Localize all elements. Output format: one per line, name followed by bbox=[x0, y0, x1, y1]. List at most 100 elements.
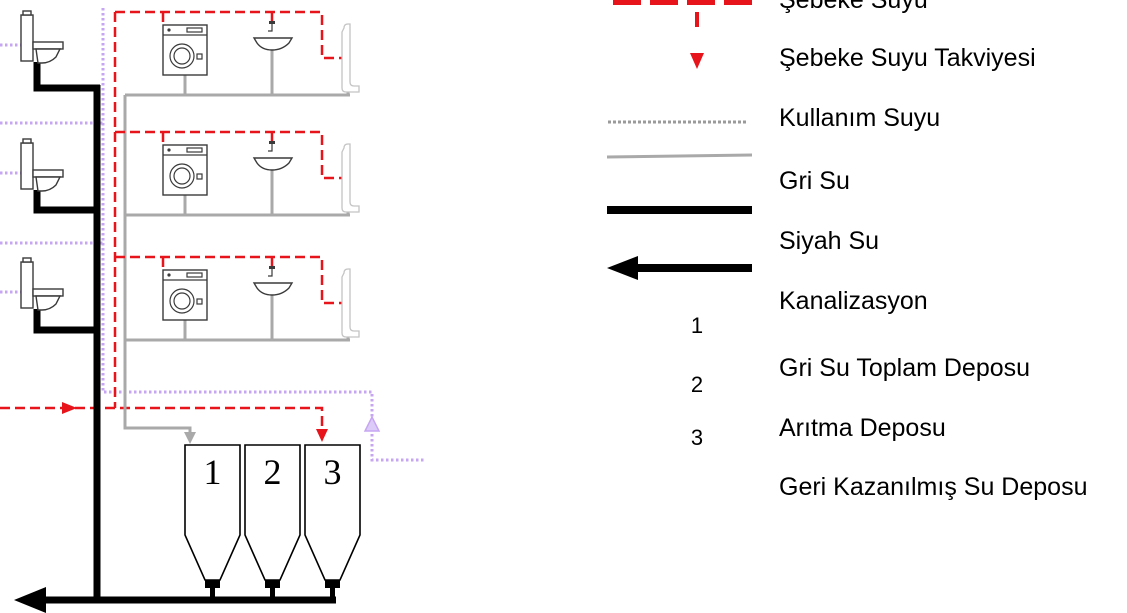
mains-water-floor-pipe bbox=[115, 130, 342, 180]
toilet-seat bbox=[32, 41, 64, 50]
sink-faucet bbox=[268, 269, 273, 277]
tank-2: 2 bbox=[244, 444, 301, 588]
mains-water-tank-arrow-icon bbox=[316, 429, 328, 442]
shower-tray-icon bbox=[341, 23, 360, 93]
washer-door-glass bbox=[173, 292, 191, 310]
toilet-bowl bbox=[35, 176, 62, 192]
tank-outlet bbox=[265, 580, 280, 588]
tank-label: 2 bbox=[264, 452, 282, 492]
legend-sewer-symbol bbox=[607, 256, 752, 280]
toilet-cistern bbox=[20, 14, 34, 62]
usage-water-riser bbox=[101, 8, 425, 462]
tank-1: 1 bbox=[184, 444, 241, 588]
mains-water-floor-pipe bbox=[115, 10, 342, 60]
washer-dial bbox=[167, 148, 171, 152]
toilet-bowl bbox=[35, 48, 62, 64]
washer-handle bbox=[196, 53, 203, 60]
toilet-cistern-lid bbox=[22, 257, 32, 263]
legend-label-tank-3: Geri Kazanılmış Su Deposu bbox=[779, 473, 1087, 501]
sink-basin bbox=[252, 157, 294, 171]
sink-icon bbox=[252, 266, 294, 296]
toilet-icon bbox=[20, 138, 64, 192]
washer-handle bbox=[196, 298, 203, 305]
legend-label-sewer: Kanalizasyon bbox=[779, 287, 928, 315]
washer-door bbox=[169, 43, 195, 69]
washer-door-glass bbox=[173, 167, 191, 185]
sewer-arrow-icon bbox=[14, 587, 46, 613]
legend-mains-supplement-symbol bbox=[690, 12, 704, 69]
legend-label-usage-water: Kullanım Suyu bbox=[779, 104, 940, 132]
sink-basin bbox=[252, 37, 294, 51]
washer-dial bbox=[167, 273, 171, 277]
sink-icon bbox=[252, 21, 294, 51]
washer-door bbox=[169, 288, 195, 314]
black-water-branch bbox=[33, 309, 100, 334]
black-water-branch bbox=[33, 62, 100, 92]
floor-1 bbox=[115, 10, 360, 97]
toilet-cistern bbox=[20, 142, 34, 190]
usage-water-arrow-icon bbox=[363, 415, 381, 432]
black-water-branch bbox=[33, 190, 100, 214]
sink-faucet-handle bbox=[269, 21, 275, 24]
shower-tray-icon bbox=[341, 143, 360, 213]
washing-machine-icon bbox=[162, 144, 208, 196]
legend: 1 2 3 Şebeke Suyu Şebeke Suyu Takviyesi … bbox=[606, 0, 1087, 501]
washing-machine-icon bbox=[162, 24, 208, 76]
washer-body bbox=[162, 24, 208, 76]
legend-label-grey-water: Gri Su bbox=[779, 167, 850, 195]
grey-water-floor-pipe bbox=[125, 50, 350, 97]
legend-label-black-water: Siyah Su bbox=[779, 227, 879, 255]
sink-faucet-handle bbox=[269, 266, 275, 269]
shower-tray-icon bbox=[341, 268, 360, 338]
washer-door-glass bbox=[173, 47, 191, 65]
mains-water-supply-line bbox=[0, 406, 324, 430]
washer-dial bbox=[167, 28, 171, 32]
grey-water-floor-pipe bbox=[125, 170, 350, 217]
washer-display bbox=[186, 147, 203, 153]
washing-machine-icon bbox=[162, 269, 208, 321]
toilet-seat bbox=[32, 169, 64, 178]
tank-outlet bbox=[325, 580, 340, 588]
legend-label-mains-supplement: Şebeke Suyu Takviyesi bbox=[779, 44, 1036, 72]
washer-door bbox=[169, 163, 195, 189]
sink-basin bbox=[252, 282, 294, 296]
tank-3: 3 bbox=[304, 444, 361, 588]
tank-label: 3 bbox=[324, 452, 342, 492]
shower-tray-body bbox=[341, 268, 360, 338]
toilet-bowl bbox=[35, 295, 62, 311]
sink-faucet-handle bbox=[269, 141, 275, 144]
washer-handle bbox=[196, 173, 203, 180]
legend-label-tank-2: Arıtma Deposu bbox=[779, 414, 946, 442]
legend-label-mains-water: Şebeke Suyu bbox=[779, 0, 928, 14]
legend-number: 3 bbox=[691, 425, 703, 450]
legend-number: 2 bbox=[691, 372, 703, 397]
shower-tray-body bbox=[341, 23, 360, 93]
toilet-cistern-lid bbox=[22, 138, 32, 144]
toilet-icon bbox=[20, 10, 64, 64]
toilet-seat bbox=[32, 288, 64, 297]
legend-arrow-down-icon bbox=[690, 53, 704, 69]
washer-display bbox=[186, 272, 203, 278]
grey-water-floor-pipe bbox=[125, 295, 350, 342]
washer-body bbox=[162, 269, 208, 321]
washer-body bbox=[162, 144, 208, 196]
toilet-icon bbox=[20, 257, 64, 311]
grey-water-tank-arrow-icon bbox=[184, 432, 196, 444]
sink-faucet bbox=[268, 24, 273, 32]
tank-label: 1 bbox=[204, 452, 222, 492]
floor-2 bbox=[115, 130, 360, 217]
legend-label-tank-1: Gri Su Toplam Deposu bbox=[779, 354, 1030, 382]
washer-display bbox=[186, 27, 203, 33]
sink-icon bbox=[252, 141, 294, 171]
sink-faucet bbox=[268, 144, 273, 152]
toilet-cistern bbox=[20, 261, 34, 309]
legend-arrow-left-icon bbox=[607, 256, 638, 280]
pipe-network bbox=[0, 8, 425, 613]
tank-outlet bbox=[205, 580, 220, 588]
mains-water-floor-pipe bbox=[115, 255, 342, 305]
legend-number: 1 bbox=[691, 313, 703, 338]
legend-grey-water-symbol bbox=[606, 153, 753, 159]
mains-water-flow-arrow-icon bbox=[62, 402, 77, 414]
grey-water-riser bbox=[123, 95, 192, 433]
